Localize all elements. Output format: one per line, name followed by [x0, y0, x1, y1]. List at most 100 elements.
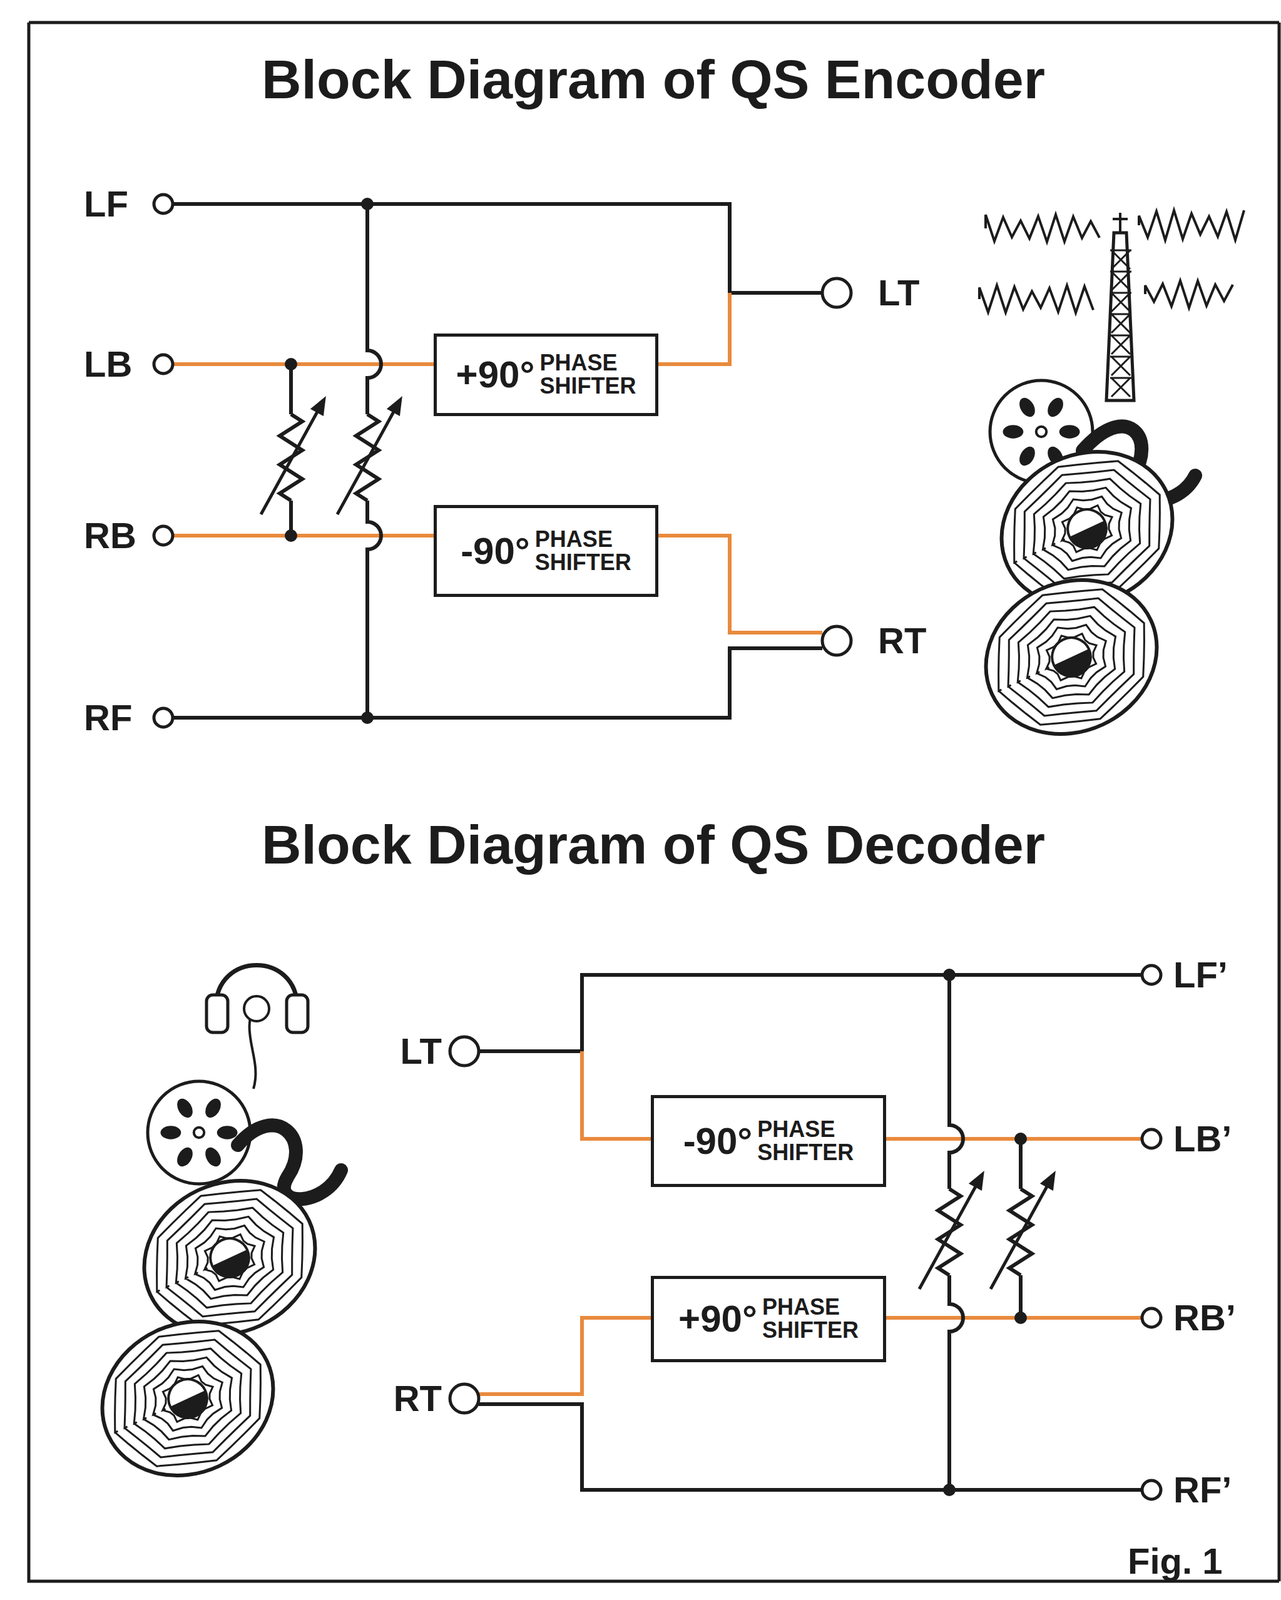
record-groove [1025, 470, 1149, 587]
wire [478, 1404, 1143, 1491]
reel-hole [1003, 424, 1024, 439]
wire [1018, 1275, 1023, 1318]
phase-shifter-box: +90°PHASE SHIFTER [433, 333, 659, 417]
record-groove [1036, 623, 1107, 690]
record-groove [112, 1327, 263, 1470]
terminal [1142, 1129, 1161, 1149]
tower-lattice [1110, 377, 1132, 397]
record-groove [983, 573, 1160, 741]
reel-hole [1044, 394, 1067, 420]
phase-shifter-box: -90°PHASE SHIFTER [650, 1095, 887, 1188]
terminal [449, 1036, 479, 1066]
variable-arrow [337, 400, 400, 515]
headphone-cup [206, 995, 228, 1033]
wire [478, 974, 1143, 1052]
terminal [822, 626, 852, 656]
record-label [204, 1232, 256, 1284]
box-label: PHASE SHIFTER [535, 528, 632, 574]
reel-hub [1036, 426, 1047, 437]
record-groove [1010, 598, 1134, 716]
phase-shifter-box: +90°PHASE SHIFTER [650, 1275, 887, 1363]
reel-hole [217, 1125, 238, 1139]
wire [1018, 1138, 1023, 1190]
record-groove [168, 1199, 292, 1317]
wire [172, 648, 823, 718]
phase-angle: +90° [456, 356, 536, 394]
tape-reel [147, 1081, 251, 1185]
box-label: PHASE SHIFTER [757, 1118, 854, 1164]
signal-name: RF [83, 697, 133, 738]
junction-dot [943, 968, 956, 982]
junction-dot [1014, 1311, 1027, 1325]
wire [289, 364, 293, 415]
junction-dot [361, 197, 374, 211]
radio-wave [979, 285, 1094, 313]
diagram-title: Block Diagram of QS Decoder [261, 814, 1046, 876]
terminal [153, 194, 173, 214]
figure-caption: Fig. 1 [1127, 1541, 1223, 1582]
record-label [1045, 631, 1098, 683]
box-label: PHASE SHIFTER [539, 351, 636, 398]
antenna [1112, 212, 1128, 233]
variable-arrow [990, 1175, 1054, 1290]
record-groove [1051, 495, 1123, 562]
reel-hole [173, 1145, 196, 1170]
record-disc [960, 552, 1183, 762]
reel-hole [1016, 394, 1039, 420]
arrowhead [386, 396, 403, 417]
record-groove [126, 1340, 250, 1457]
frame-border [28, 22, 1280, 1582]
terminal [153, 354, 173, 374]
radio-wave [1145, 280, 1233, 308]
phase-shifter-box: -90°PHASE SHIFTER [433, 505, 659, 598]
diagram-title: Block Diagram of QS Encoder [261, 49, 1046, 111]
signal-name: RB’ [1173, 1297, 1236, 1338]
record-groove [141, 1174, 318, 1342]
variable-arrow [260, 400, 324, 515]
arrowhead [1040, 1170, 1056, 1191]
box-label: PHASE SHIFTER [762, 1296, 859, 1342]
radio-wave [985, 214, 1100, 242]
record-label [1061, 503, 1113, 555]
record-groove [128, 1162, 332, 1354]
record-groove [154, 1187, 305, 1329]
reel-hub [193, 1127, 205, 1138]
signal-name: RB [83, 515, 137, 556]
signal-name: LF [83, 183, 129, 225]
signal-name: RF’ [1173, 1469, 1232, 1511]
record-edge [76, 1294, 299, 1504]
signal-name: RT [393, 1378, 442, 1419]
reel-hole [173, 1095, 196, 1121]
junction-dot [284, 357, 298, 371]
headphone-plug [244, 996, 270, 1022]
terminal [1142, 1308, 1161, 1328]
terminal [822, 278, 852, 308]
record-groove [996, 586, 1146, 728]
terminal [153, 708, 173, 728]
signal-name: LF’ [1173, 954, 1228, 996]
terminal [153, 526, 173, 546]
record-groove [1038, 483, 1136, 575]
terminal [1142, 965, 1161, 985]
junction-dot [943, 1483, 956, 1497]
signal-name: LB’ [1173, 1118, 1232, 1159]
record-label-half [1069, 520, 1113, 555]
terminal [449, 1384, 479, 1414]
record-label-half [170, 1390, 214, 1425]
record-groove [969, 561, 1173, 753]
record-label [162, 1372, 214, 1425]
wire [172, 204, 823, 293]
wire [949, 1275, 964, 1491]
record-groove [86, 1302, 290, 1495]
record-groove [181, 1212, 278, 1304]
phase-angle: -90° [460, 532, 531, 571]
reel-hole [202, 1145, 225, 1170]
variable-arrow [919, 1175, 982, 1290]
reel-hole [202, 1095, 225, 1121]
terminal [1142, 1480, 1161, 1500]
record-edge [960, 552, 1183, 762]
signal-name: LT [399, 1031, 442, 1072]
junction-dot [284, 529, 298, 542]
